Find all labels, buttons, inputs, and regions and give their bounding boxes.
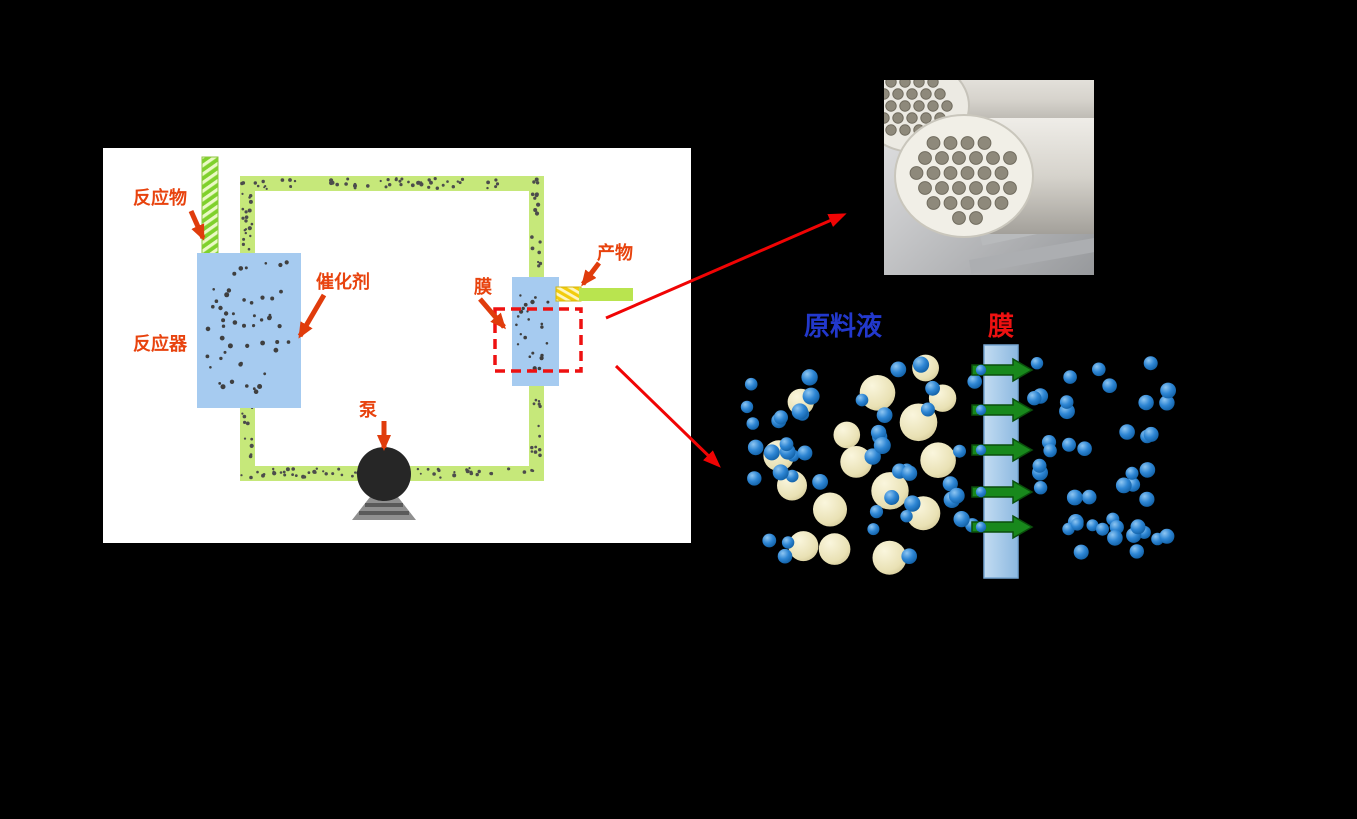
membrane-highlight-box [493,307,583,373]
label-reactant: 反应物 [133,187,187,209]
membrane-arrow-icon [478,297,506,330]
pump-body-icon [357,447,411,501]
catalyst-arrow-icon [297,293,327,339]
main-face-holes [909,136,1017,225]
label-pump: 泵 [359,400,377,421]
label-membrane: 膜 [473,276,492,298]
product-outlet-pipe [579,288,633,301]
flux-arrow-icon [971,397,1034,423]
reactor-particles [205,260,291,394]
label-catalyst: 催化剂 [316,271,370,293]
membrane-separation-diagram: 原料液 膜 [740,312,1176,579]
flux-arrow-icon [971,437,1034,463]
reactor-loop-schematic: 反应物 催化剂 反应器 膜 产物 泵 [133,156,633,520]
permeate-small-particles [1027,356,1176,560]
reactor-schematic-panel: 反应物 催化剂 反应器 膜 产物 泵 [103,148,691,543]
ceramic-membrane-photo [884,80,1094,275]
product-arrow-icon [581,261,601,287]
ceramic-membrane-photo-svg [884,80,1094,275]
label-feed-liquid: 原料液 [804,312,882,342]
permeating-particles [975,364,987,533]
reactant-arrow-icon [188,209,206,241]
reactor-vessel [197,253,301,408]
reactant-inlet-tube [201,156,219,255]
flux-arrow-icon [971,514,1034,540]
membrane-module-particles [515,294,550,372]
pump [352,447,416,520]
label-pointer-arrows [188,209,601,451]
label-product: 产物 [597,242,633,264]
label-membrane-right: 膜 [988,312,1014,342]
flux-arrows [971,357,1034,540]
flux-arrow-icon [971,357,1034,383]
product-outlet-coupling [555,286,582,302]
feed-small-particles [740,356,982,564]
membrane-separation-panel: 原料液 膜 [700,295,1200,595]
label-reactor: 反应器 [133,333,188,355]
flux-arrow-icon [971,479,1034,505]
